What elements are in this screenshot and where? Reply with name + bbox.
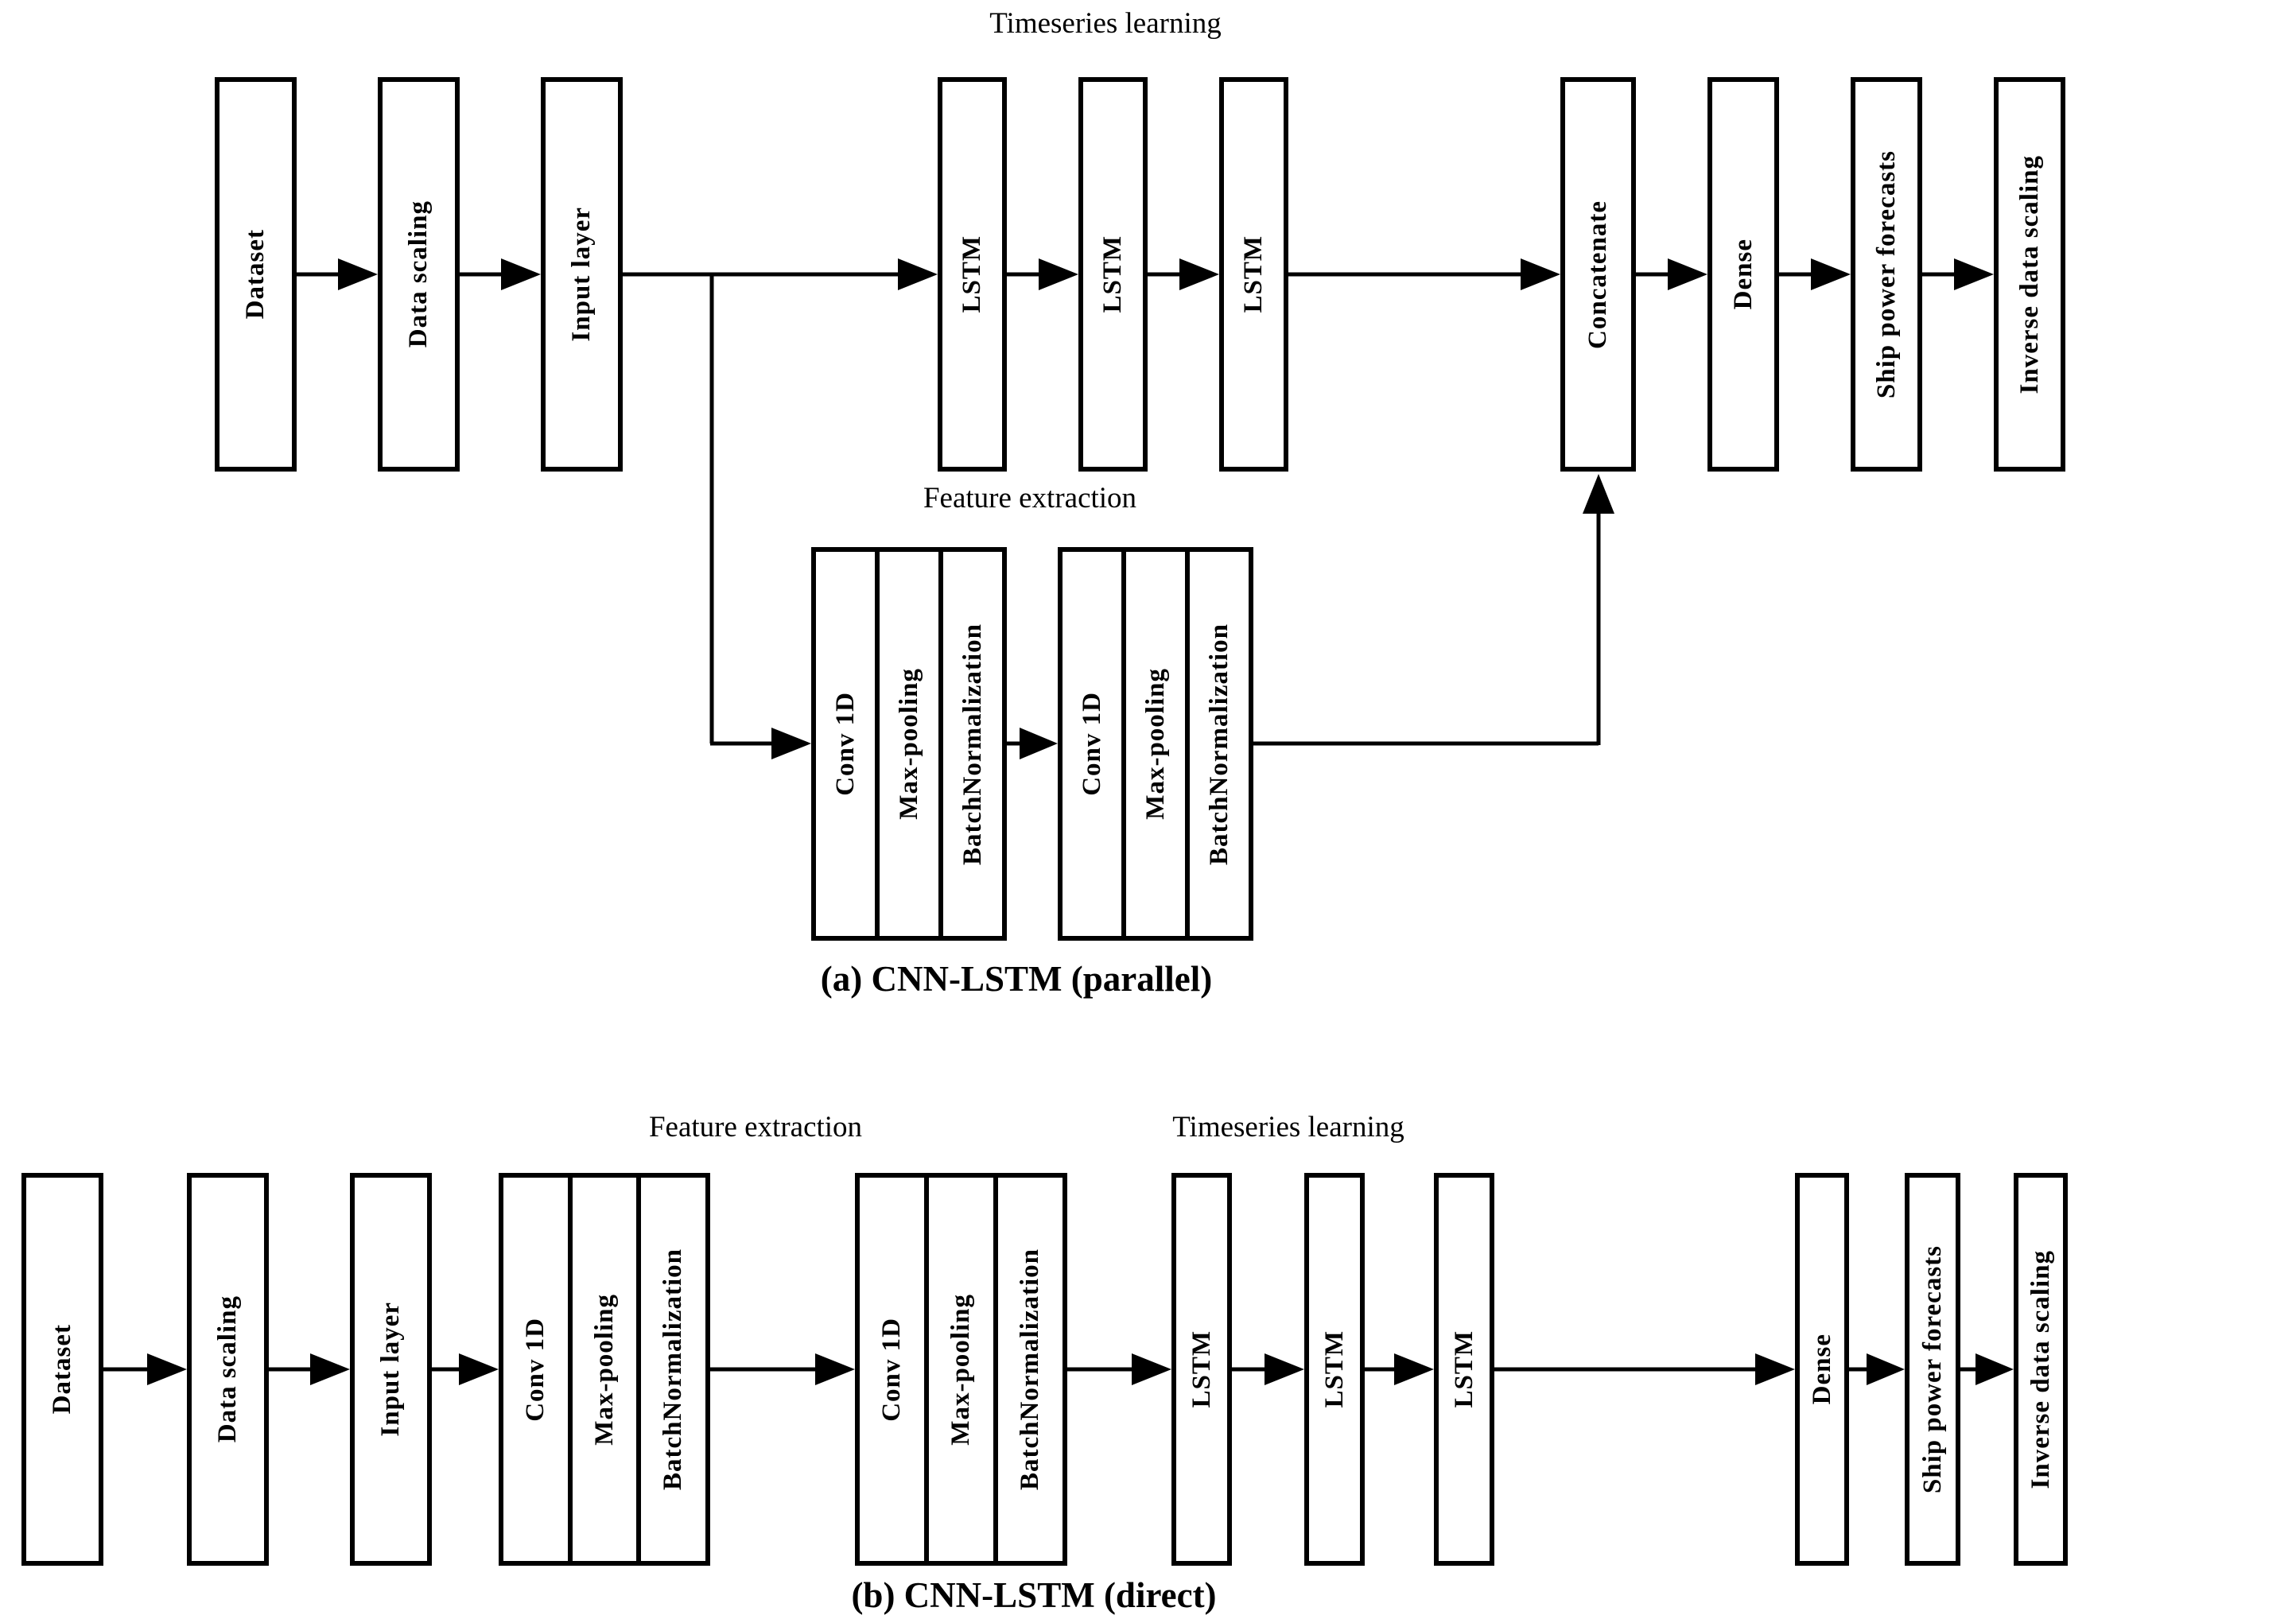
panel-a-conv-group-2-batch-normalization-box: BatchNormalization (1185, 552, 1249, 936)
panel-b-conv-group-1-max-pooling-box: Max-pooling (567, 1178, 637, 1561)
panel-b-lstm-3-label: LSTM (1449, 1330, 1478, 1408)
arrow-a-data-scaling-to-input-layer (460, 258, 541, 290)
panel-a-conv-group-2-max-pooling-label: Max-pooling (1140, 668, 1170, 820)
panel-a-lstm-3-box: LSTM (1219, 77, 1288, 472)
panel-b-dense-box: Dense (1795, 1173, 1849, 1566)
panel-b-conv-group-2-batch-normalization-label: BatchNormalization (1016, 1248, 1044, 1490)
panel-a-input-layer-label: Input layer (567, 207, 596, 342)
panel-a-feature-extraction-label: Feature extraction (923, 482, 1137, 514)
arrow-b-input-layer-to-conv-group-1 (432, 1353, 499, 1385)
arrow-b-conv-group-2-to-lstm1 (1067, 1353, 1171, 1385)
panel-b-conv-group-2-batch-normalization-box: BatchNormalization (993, 1178, 1063, 1561)
panel-a-inverse-data-scaling-box: Inverse data scaling (1994, 77, 2065, 472)
arrow-b-dense-to-ship-power-forecasts (1849, 1353, 1905, 1385)
panel-b-data-scaling-label: Data scaling (213, 1295, 242, 1443)
panel-a-ship-power-forecasts-label: Ship power forecasts (1871, 149, 1901, 399)
arrow-b-lstm1-to-lstm2 (1232, 1353, 1304, 1385)
panel-b-inverse-data-scaling-box: Inverse data scaling (2014, 1173, 2068, 1566)
panel-a-conv-group-1-conv1d-label: Conv 1D (830, 692, 860, 796)
panel-b-lstm-2-label: LSTM (1319, 1330, 1349, 1408)
arrow-b-data-scaling-to-input-layer (269, 1353, 350, 1385)
panel-b-lstm-2-box: LSTM (1304, 1173, 1365, 1566)
panel-a-lstm-1-box: LSTM (938, 77, 1007, 472)
panel-a-caption: (a) CNN-LSTM (parallel) (820, 959, 1213, 999)
arrow-b-lstm2-to-lstm3 (1365, 1353, 1434, 1385)
panel-b-lstm-3-box: LSTM (1434, 1173, 1494, 1566)
panel-a-dataset-box: Dataset (215, 77, 297, 472)
panel-b-conv-group-2-conv1d-label: Conv 1D (877, 1317, 906, 1422)
panel-a-conv-group-1-batch-normalization-box: BatchNormalization (938, 552, 1002, 936)
arrow-a-input-layer-to-lstm1 (623, 258, 938, 290)
panel-a-conv-group-2-batch-normalization-label: BatchNormalization (1204, 623, 1233, 865)
panel-a-data-scaling-box: Data scaling (378, 77, 460, 472)
panel-a-ship-power-forecasts-box: Ship power forecasts (1851, 77, 1922, 472)
panel-b-ship-power-forecasts-box: Ship power forecasts (1905, 1173, 1960, 1566)
panel-a-timeseries-learning-label: Timeseries learning (989, 7, 1222, 40)
panel-b-input-layer-box: Input layer (350, 1173, 432, 1566)
panel-a-lstm-3-label: LSTM (1239, 235, 1268, 313)
connector-a-branch-input-to-conv-group-1 (709, 273, 811, 759)
arrow-b-conv-group-1-to-conv-group-2 (710, 1353, 855, 1385)
panel-a-input-layer-box: Input layer (541, 77, 623, 472)
panel-a-lstm-2-label: LSTM (1098, 235, 1127, 313)
arrow-a-ship-power-forecasts-to-inverse-data-scaling (1922, 258, 1994, 290)
panel-b-ship-power-forecasts-label: Ship power forecasts (1917, 1244, 1947, 1494)
panel-a-concatenate-box: Concatenate (1560, 77, 1636, 472)
panel-a-inverse-data-scaling-label: Inverse data scaling (2014, 154, 2044, 394)
panel-b-conv-group-1-batch-normalization-box: BatchNormalization (636, 1178, 706, 1561)
panel-a-concatenate-label: Concatenate (1583, 200, 1612, 349)
panel-b-conv-group-2-conv1d-box: Conv 1D (860, 1178, 924, 1561)
arrow-a-lstm3-to-concatenate (1288, 258, 1560, 290)
panel-a-conv-group-1-batch-normalization-label: BatchNormalization (958, 623, 987, 865)
panel-a-dataset-label: Dataset (241, 229, 270, 320)
panel-a-conv-group-1-max-pooling-label: Max-pooling (894, 668, 923, 820)
arrow-a-conv-group-1-to-conv-group-2 (1007, 728, 1058, 759)
panel-a-conv-group-2-conv1d-box: Conv 1D (1063, 552, 1121, 936)
panel-a-conv-group-1-max-pooling-box: Max-pooling (875, 552, 938, 936)
arrow-a-concatenate-to-dense (1636, 258, 1707, 290)
arrow-a-dense-to-ship-power-forecasts (1779, 258, 1851, 290)
panel-a-conv-group-2: Conv 1D Max-pooling BatchNormalization (1058, 547, 1253, 941)
arrow-b-dataset-to-data-scaling (103, 1353, 187, 1385)
panel-b-conv-group-1-max-pooling-label: Max-pooling (589, 1293, 619, 1446)
panel-a-dense-label: Dense (1728, 239, 1758, 310)
panel-b-conv-group-2: Conv 1D Max-pooling BatchNormalization (855, 1173, 1067, 1566)
panel-a-conv-group-1: Conv 1D Max-pooling BatchNormalization (811, 547, 1007, 941)
panel-a-conv-group-2-max-pooling-box: Max-pooling (1121, 552, 1185, 936)
panel-a-lstm-1-label: LSTM (958, 235, 986, 313)
panel-b-dense-label: Dense (1807, 1334, 1836, 1405)
panel-b-lstm-1-box: LSTM (1171, 1173, 1232, 1566)
panel-b-timeseries-learning-label: Timeseries learning (1172, 1111, 1404, 1143)
panel-b-dataset-box: Dataset (21, 1173, 103, 1566)
panel-b-input-layer-label: Input layer (376, 1302, 405, 1437)
panel-b-caption: (b) CNN-LSTM (direct) (851, 1575, 1217, 1615)
arrow-b-lstm3-to-dense (1494, 1353, 1795, 1385)
panel-b-lstm-1-label: LSTM (1187, 1330, 1216, 1408)
panel-b-feature-extraction-label: Feature extraction (648, 1111, 863, 1143)
panel-a-conv-group-2-conv1d-label: Conv 1D (1077, 692, 1106, 796)
panel-a-conv-group-1-conv1d-box: Conv 1D (816, 552, 875, 936)
panel-b-inverse-data-scaling-label: Inverse data scaling (2026, 1249, 2055, 1489)
panel-b-conv-group-1: Conv 1D Max-pooling BatchNormalization (499, 1173, 710, 1566)
panel-b-dataset-label: Dataset (48, 1324, 76, 1415)
panel-b-data-scaling-box: Data scaling (187, 1173, 269, 1566)
arrow-b-ship-power-forecasts-to-inverse-data-scaling (1960, 1353, 2014, 1385)
panel-b-conv-group-1-conv1d-label: Conv 1D (520, 1317, 550, 1422)
panel-a-data-scaling-label: Data scaling (404, 200, 433, 348)
panel-b-conv-group-1-batch-normalization-label: BatchNormalization (658, 1248, 688, 1490)
arrow-a-lstm2-to-lstm3 (1148, 258, 1219, 290)
panel-a-lstm-2-box: LSTM (1078, 77, 1148, 472)
arrow-a-dataset-to-data-scaling (297, 258, 378, 290)
arrow-a-lstm1-to-lstm2 (1007, 258, 1078, 290)
panel-b-conv-group-2-max-pooling-box: Max-pooling (924, 1178, 993, 1561)
panel-b-conv-group-2-max-pooling-label: Max-pooling (946, 1293, 975, 1446)
panel-a-dense-box: Dense (1707, 77, 1779, 472)
panel-b-conv-group-1-conv1d-box: Conv 1D (503, 1178, 568, 1561)
